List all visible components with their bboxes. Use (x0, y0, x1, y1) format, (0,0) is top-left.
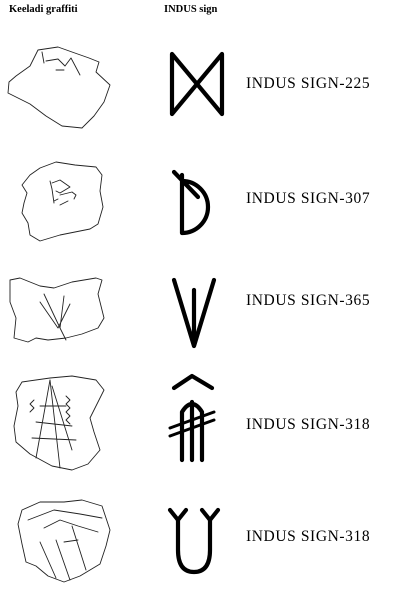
sign-label-318-b: INDUS SIGN-318 (246, 528, 370, 546)
indus-sign-307-icon (160, 145, 240, 255)
graffiti-sherd-1-icon (0, 30, 118, 140)
sign-label-prefix: INDUS SIGN- (246, 75, 345, 92)
sign-label-prefix: INDUS SIGN- (246, 190, 345, 207)
graffiti-sherd-5-icon (0, 480, 118, 590)
comparison-row-318-a: INDUS SIGN-318 (0, 366, 393, 476)
header-keeladi-graffiti: Keeladi graffiti (9, 4, 78, 15)
comparison-row-307: INDUS SIGN-307 (0, 145, 393, 255)
sign-label-prefix: INDUS SIGN- (246, 292, 345, 309)
comparison-row-318-b: INDUS SIGN-318 (0, 480, 393, 590)
sign-label-number: 307 (345, 190, 370, 207)
sign-label-number: 318 (345, 416, 370, 433)
sign-label-307: INDUS SIGN-307 (246, 190, 370, 208)
indus-sign-365-icon (160, 258, 240, 368)
sign-label-number: 225 (345, 75, 370, 92)
comparison-row-225: INDUS SIGN-225 (0, 30, 393, 140)
sign-label-318-a: INDUS SIGN-318 (246, 416, 370, 434)
header-indus-sign: INDUS sign (164, 4, 217, 15)
sign-label-365: INDUS SIGN-365 (246, 292, 370, 310)
sign-label-225: INDUS SIGN-225 (246, 75, 370, 93)
graffiti-sherd-3-icon (0, 258, 118, 368)
comparison-row-365: INDUS SIGN-365 (0, 258, 393, 368)
sign-label-prefix: INDUS SIGN- (246, 416, 345, 433)
sign-label-number: 318 (345, 528, 370, 545)
sign-label-prefix: INDUS SIGN- (246, 528, 345, 545)
graffiti-sherd-4-icon (0, 366, 118, 476)
indus-sign-225-icon (160, 30, 240, 140)
indus-sign-318-arch-icon (160, 366, 240, 476)
graffiti-sherd-2-icon (0, 145, 118, 255)
sign-label-number: 365 (345, 292, 370, 309)
indus-sign-318-fork-icon (160, 480, 240, 590)
